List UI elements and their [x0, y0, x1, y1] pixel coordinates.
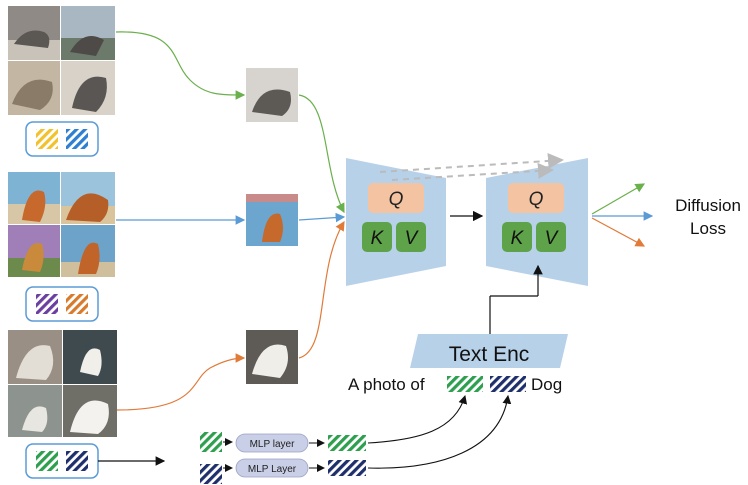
token-navy [66, 451, 88, 471]
decoder-q-label: Q [529, 189, 544, 210]
prompt-token-green [447, 376, 483, 392]
mlp-output-token-navy [328, 460, 366, 476]
arrow-orange-image-to-unet [298, 220, 345, 359]
loss-label-line1: Diffusion [675, 196, 741, 215]
unet-encoder [346, 158, 446, 286]
arrow-green-group-to-image [115, 31, 246, 100]
prompt-prefix: A photo of [348, 375, 425, 394]
mlp-layer-2 [235, 458, 309, 478]
prompt-suffix: Dog [531, 375, 562, 394]
skip-connection-2 [391, 162, 554, 181]
decoder-q-block [508, 183, 564, 213]
text-encoder [410, 334, 568, 368]
photo-group-weimaraner [8, 6, 115, 115]
arrow-output-orange [591, 217, 646, 247]
token-blue [66, 129, 88, 149]
encoder-q-block [368, 183, 424, 213]
mlp-output-token-green [328, 435, 366, 451]
arrow-output-green [591, 183, 646, 215]
photo-group-retriever [8, 172, 115, 277]
token-orange [66, 294, 88, 314]
unet-decoder [486, 158, 588, 286]
token-green [36, 451, 58, 471]
token-yellow [36, 129, 58, 149]
encoder-v-block [396, 222, 426, 252]
mlp-layer-1-label: MLP layer [250, 439, 296, 450]
loss-label-line2: Loss [690, 219, 726, 238]
skip-connection-1 [379, 152, 564, 173]
decoder-k-label: K [511, 228, 525, 249]
arrow-blue-image-to-unet [298, 212, 346, 223]
arrow-orange-group-to-image [116, 353, 246, 411]
arrow-navy-token-to-prompt [367, 394, 512, 469]
token-purple [36, 294, 58, 314]
prompt-token-navy [490, 376, 526, 392]
arrow-green-image-to-unet [298, 94, 345, 214]
encoder-v-label: V [405, 228, 420, 249]
photo-group-white-dog [8, 330, 117, 437]
mlp-input-token-navy [200, 464, 222, 484]
decoder-v-label: V [545, 228, 560, 249]
text-encoder-label: Text Enc [449, 343, 530, 366]
encoder-k-label: K [371, 228, 385, 249]
mlp-layer-1 [235, 433, 309, 453]
mlp-layer-2-label: MLP Layer [248, 464, 297, 475]
decoder-v-block [536, 222, 566, 252]
encoder-q-label: Q [389, 189, 404, 210]
encoder-k-block [362, 222, 392, 252]
mlp-input-token-green [200, 432, 222, 452]
decoder-k-block [502, 222, 532, 252]
arrow-green-token-to-prompt [367, 394, 468, 444]
